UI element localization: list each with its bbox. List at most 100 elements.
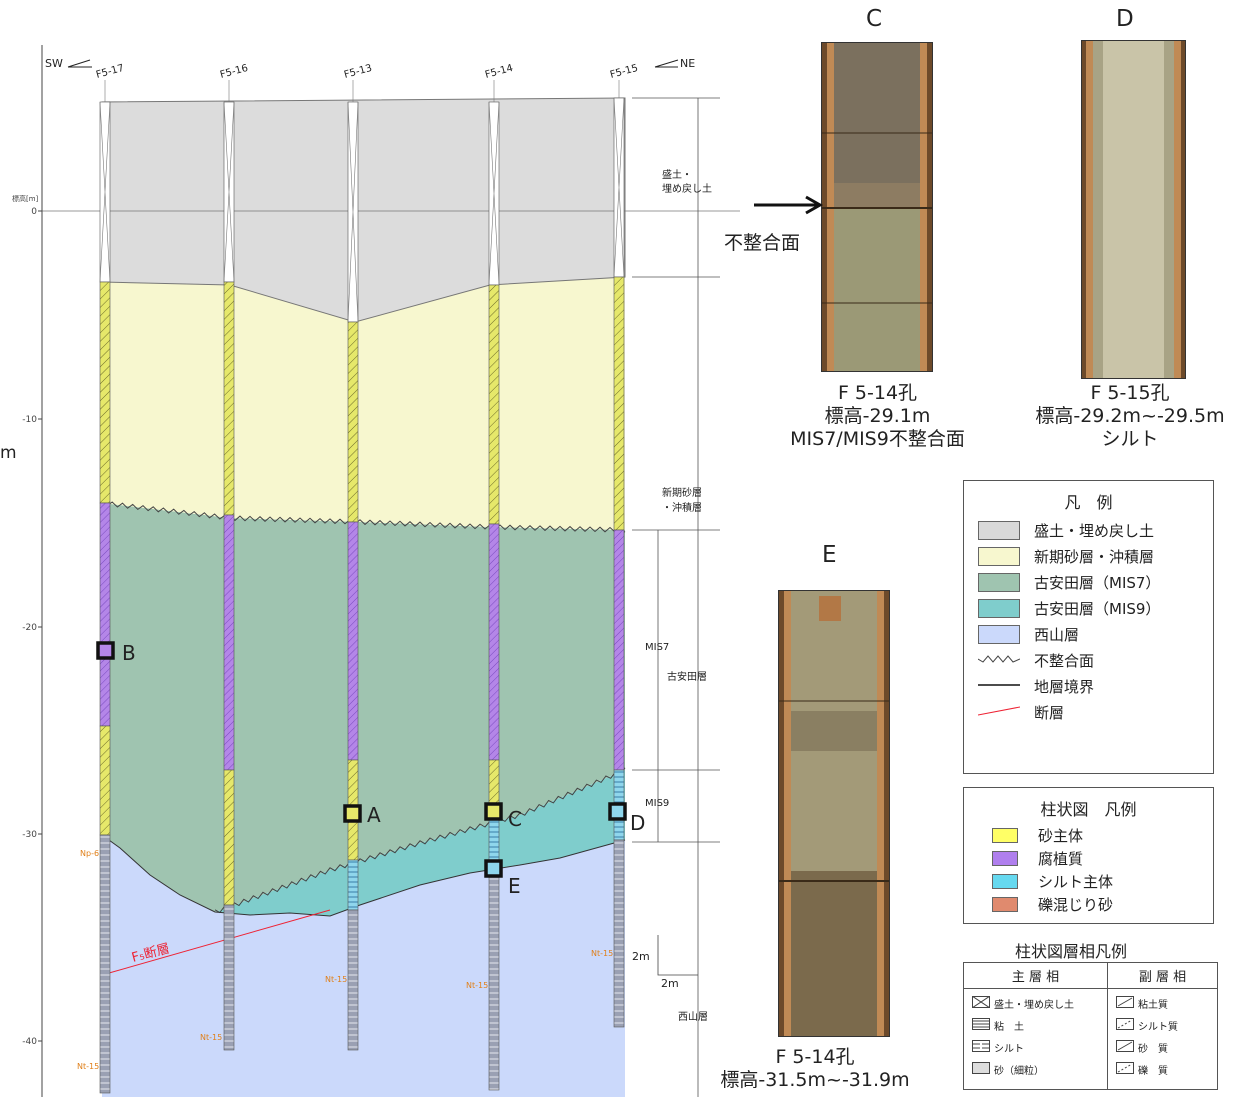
legend-swatch	[992, 851, 1018, 866]
key-bed-nt15-2: Nt-15	[200, 1033, 222, 1042]
scale-h-label: 2m	[661, 977, 679, 990]
legend-line-item: 不整合面	[964, 647, 1213, 673]
marker-label-e: E	[508, 874, 521, 898]
sample-marker-d	[608, 802, 627, 821]
legend-column-item: シルト主体	[964, 870, 1213, 893]
legend-column-item: 腐植質	[964, 847, 1213, 870]
facies-label: シルト質	[1138, 1022, 1178, 1033]
legend-strata: 凡 例 盛土・埋め戻し土新期砂層・沖積層古安田層（MIS7） 古安田層（MIS9）…	[963, 480, 1214, 774]
photo-d-caption-hole: F 5-15孔	[1090, 382, 1170, 404]
facies-symbol	[1116, 1039, 1134, 1061]
photo-c-caption-hole: F 5-14孔	[837, 382, 918, 404]
photo-c-letter: C	[866, 6, 883, 32]
facies-label: 砂（細粒）	[994, 1066, 1044, 1077]
legend-label: 古安田層（MIS7）	[1034, 573, 1161, 592]
facies-main-item: シルト	[972, 1039, 1099, 1061]
legend-label: 腐植質	[1038, 850, 1084, 868]
legend-strata-item: 古安田層（MIS9）	[964, 595, 1213, 621]
legend-line-item: 断層	[964, 699, 1213, 725]
legend-facies-table: 主 層 相 副 層 相 盛土・埋め戻し土粘 土シルト砂（細粒） 粘土質シルト質砂…	[963, 962, 1218, 1090]
photo-d-caption-elev: 標高-29.2m~-29.5m	[1035, 405, 1225, 427]
sample-marker-b	[96, 641, 115, 660]
sample-marker-e	[484, 859, 503, 878]
unit-fill-label-1: 盛土・	[662, 168, 692, 181]
core-photo-e	[778, 590, 890, 1037]
legend-label: シルト主体	[1038, 873, 1114, 891]
facies-label: 礫 質	[1138, 1066, 1168, 1077]
sw-label: SW	[45, 57, 63, 70]
legend-label: 盛土・埋め戻し土	[1034, 521, 1155, 540]
facies-symbol	[1116, 995, 1134, 1017]
facies-head-main: 主 層 相	[963, 962, 1108, 989]
borehole-label: F5-13	[343, 63, 373, 81]
marker-label-c: C	[508, 807, 522, 831]
facies-head-sub: 副 層 相	[1107, 962, 1218, 989]
facies-symbol	[972, 1039, 990, 1061]
photo-c-caption: F 5-14孔 標高-29.1m MIS7/MIS9不整合面	[765, 382, 990, 451]
borehole-f5-17: F5-17	[95, 63, 125, 1094]
legend-line-symbol	[978, 677, 1020, 695]
borehole-f5-14: F5-14	[484, 63, 514, 1091]
facies-sub-item: 砂 質	[1116, 1039, 1209, 1061]
legend-label: 礫混じり砂	[1038, 896, 1114, 914]
elevation-unit-label: 標高[m]	[12, 194, 39, 203]
boundary-line	[101, 834, 626, 917]
y-tick-label: -20	[22, 623, 37, 633]
key-bed-nt15-3: Nt-15	[325, 975, 347, 984]
legend-column-title: 柱状図 凡例	[1040, 800, 1137, 819]
legend-label: 古安田層（MIS9）	[1034, 599, 1161, 618]
facies-symbol	[1116, 1017, 1134, 1039]
legend-strata-title: 凡 例	[1064, 493, 1113, 512]
marker-label-b: B	[122, 641, 136, 665]
legend-strata-item: 盛土・埋め戻し土	[964, 517, 1213, 543]
borehole-label: F5-15	[609, 63, 639, 81]
photo-e-caption-elev: 標高-31.5m~-31.9m	[720, 1069, 910, 1091]
photo-d-caption: F 5-15孔 標高-29.2m~-29.5m シルト	[1015, 382, 1245, 451]
photo-e-caption: F 5-14孔 標高-31.5m~-31.9m	[700, 1046, 930, 1092]
core-photo-d	[1081, 40, 1186, 379]
legend-line-item: 地層境界	[964, 673, 1213, 699]
facies-sub-item: シルト質	[1116, 1017, 1209, 1039]
legend-strata-item: 新期砂層・沖積層	[964, 543, 1213, 569]
facies-main-item: 盛土・埋め戻し土	[971, 995, 1099, 1017]
unit-mis9-label: MIS9	[645, 798, 669, 809]
photo-e-caption-hole: F 5-14孔	[775, 1046, 855, 1068]
ne-label: NE	[680, 57, 695, 70]
key-bed-nt15-1: Nt-15	[77, 1062, 99, 1071]
legend-label: 西山層	[1034, 625, 1080, 644]
key-bed-np6: Np-6	[80, 849, 99, 858]
legend-column-item: 砂主体	[964, 824, 1213, 847]
legend-strata-item: 西山層	[964, 621, 1213, 647]
legend-column: 柱状図 凡例 砂主体腐植質シルト主体礫混じり砂	[963, 787, 1214, 924]
ne-arrow	[654, 59, 679, 68]
facies-label: 粘土質	[1138, 1000, 1168, 1011]
sw-arrow	[67, 59, 92, 68]
borehole-label: F5-14	[484, 63, 514, 81]
legend-label: 砂主体	[1038, 827, 1084, 845]
legend-swatch	[992, 828, 1018, 843]
marker-label-d: D	[630, 811, 645, 835]
facies-main-item: 砂（細粒）	[972, 1061, 1099, 1083]
legend-strata-item: 古安田層（MIS7）	[964, 569, 1213, 595]
legend-facies-title: 柱状図層相凡例	[1015, 942, 1128, 961]
photo-c-caption-elev: 標高-29.1m	[824, 405, 931, 427]
facies-main-item: 粘 土	[972, 1017, 1099, 1039]
unit-mis7-label: MIS7	[645, 642, 669, 653]
legend-swatch	[978, 598, 1020, 618]
borehole-label: F5-17	[95, 63, 125, 81]
photo-e-letter: E	[822, 542, 837, 568]
legend-column-item: 礫混じり砂	[964, 893, 1213, 916]
facies-symbol	[971, 995, 991, 1017]
unconformity-line-upper	[101, 500, 626, 533]
facies-label: 粘 土	[994, 1022, 1024, 1033]
legend-swatch	[992, 874, 1018, 889]
unit-fill-label-2: 埋め戻し土	[662, 182, 712, 195]
y-tick-label: 0	[31, 207, 37, 217]
unconformity-arrow	[754, 195, 824, 215]
key-bed-nt15-5: Nt-15	[591, 949, 613, 958]
unconformity-line-lower	[214, 767, 626, 914]
facies-label: 盛土・埋め戻し土	[994, 1000, 1074, 1011]
unit-shinki-label-1: 新期砂層	[662, 486, 702, 499]
y-tick-label: -40	[22, 1037, 37, 1047]
facies-sub-item: 礫 質	[1116, 1061, 1209, 1083]
